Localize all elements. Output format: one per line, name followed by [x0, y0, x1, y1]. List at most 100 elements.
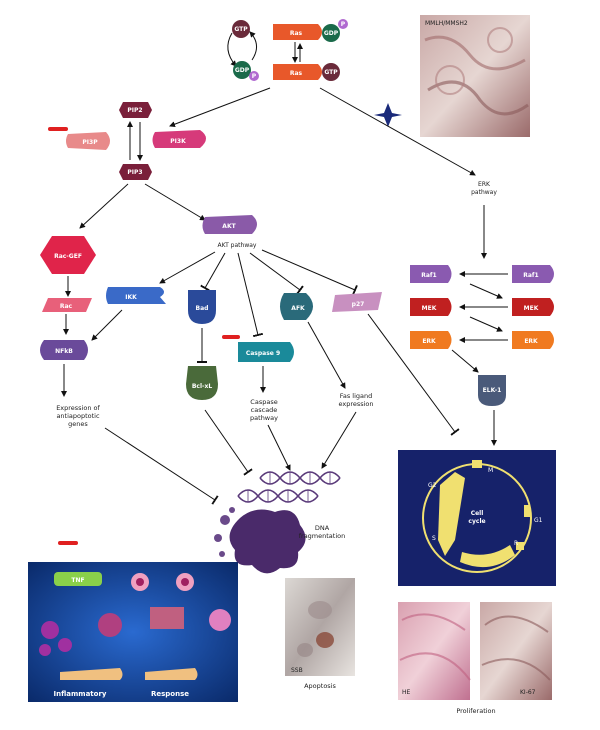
dna-fragmentation-1: DNA — [315, 524, 330, 532]
p27-label: p27 — [352, 301, 365, 308]
minus-icon-1 — [48, 127, 68, 131]
pip3-node — [119, 164, 152, 180]
ikk-node — [106, 287, 166, 304]
cell-cycle-2: cycle — [468, 518, 485, 525]
elk1-node — [478, 375, 506, 406]
minus-icon-3 — [58, 541, 78, 545]
mek-left-node — [410, 298, 452, 316]
expression-label-1: Expression of — [56, 404, 100, 412]
bad-node — [188, 290, 216, 324]
rac-gef-node — [40, 236, 96, 274]
mmlh-label: MMLH/MMSH2 — [425, 20, 468, 27]
erk-pathway-label-1: ERK — [478, 181, 491, 188]
gtp-right-node — [322, 63, 340, 81]
he-label: HE — [402, 689, 411, 696]
erk-left-label: ERK — [422, 338, 436, 345]
p27-node — [332, 292, 382, 312]
akt-label: AKT — [222, 223, 236, 230]
mek-right-node — [512, 298, 554, 316]
dna-strands — [237, 471, 341, 503]
cross-icon — [374, 103, 402, 127]
cell-cycle-panel: Cell cycle M G1 R S G2 — [398, 450, 556, 586]
bad-label: Bad — [196, 305, 209, 312]
erk-right-label: ERK — [524, 338, 538, 345]
caspase-cascade-1: Caspase — [250, 398, 277, 406]
raf1-right-node — [512, 265, 554, 283]
ras-top-node — [273, 24, 322, 40]
akt-pathway-label: AKT pathway — [218, 242, 257, 249]
afk-node — [280, 293, 313, 320]
gdp-left-label: GDP — [235, 67, 250, 74]
apoptosis-label: Apoptosis — [304, 682, 336, 690]
erk-left-node — [410, 331, 452, 349]
rac-node — [42, 298, 92, 312]
akt-node — [202, 215, 257, 234]
gdp-left-node — [233, 61, 251, 79]
ras-bottom-node — [273, 64, 322, 80]
fas-ligand-1: Fas ligand — [340, 392, 373, 400]
fas-ligand-2: expression — [338, 400, 373, 408]
caspase-cascade-3: pathway — [250, 414, 278, 422]
cell-cycle-r: R — [514, 540, 518, 547]
bclxl-node — [186, 366, 218, 400]
pi3k-node — [152, 130, 206, 148]
fragmented-cell — [214, 507, 306, 574]
mek-left-label: MEK — [422, 305, 437, 312]
caspase-cascade-2: cascade — [251, 406, 278, 414]
nfkb-node — [40, 340, 88, 360]
cell-cycle-m: M — [488, 467, 493, 474]
apoptosis-photo: SSB Apoptosis — [285, 578, 355, 690]
raf1-right-label: Raf1 — [523, 272, 538, 279]
raf1-left-label: Raf1 — [421, 272, 436, 279]
rac-label: Rac — [60, 303, 73, 310]
dna-fragmentation-2: fragmentation — [299, 532, 346, 540]
pi3p-node — [66, 132, 110, 150]
ki67-label: KI-67 — [520, 689, 536, 696]
ras-top-label: Ras — [290, 30, 303, 37]
elk1-label: ELK-1 — [483, 387, 502, 394]
p-right-label: P — [341, 21, 346, 28]
erk-right-node — [512, 331, 554, 349]
cell-cycle-g2: G2 — [428, 482, 437, 489]
apoptosis-corner: SSB — [291, 667, 303, 674]
nfkb-label: NFkB — [55, 348, 73, 355]
gtp-left-label: GTP — [234, 26, 248, 33]
cell-cycle-g1: G1 — [534, 517, 543, 524]
afk-label: AFK — [291, 305, 305, 312]
erk-cascade: Raf1 Raf1 MEK MEK ERK ERK ELK-1 — [410, 265, 554, 446]
response-label: Response — [151, 690, 189, 698]
erk-pathway-label-2: pathway — [471, 189, 497, 196]
gtp-left-node — [232, 20, 250, 38]
expression-label-3: genes — [68, 420, 88, 428]
phosphate-left-node — [249, 71, 259, 81]
phosphate-right-node — [338, 19, 348, 29]
mmlh-photo: MMLH/MMSH2 — [420, 15, 530, 137]
rac-gef-label: Rac-GEF — [54, 253, 82, 260]
gtp-right-label: GTP — [324, 69, 338, 76]
caspase9-label: Caspase 9 — [246, 350, 280, 357]
cell-cycle-1: Cell — [471, 510, 484, 517]
mek-right-label: MEK — [524, 305, 539, 312]
caspase9-node — [238, 342, 294, 362]
pi3k-label: PI3K — [170, 138, 186, 145]
expression-label-2: antiapoptotic — [56, 412, 100, 420]
inflammatory-label: Inflammatory — [54, 690, 107, 698]
cell-cycle-s: S — [432, 535, 436, 542]
tnf-label: TNF — [71, 577, 84, 584]
pip2-node — [119, 102, 152, 118]
pi3p-label: PI3P — [82, 139, 98, 146]
ikk-label: IKK — [125, 294, 137, 301]
pip2-label: PIP2 — [127, 107, 142, 114]
proliferation-photos: HE KI-67 Proliferation — [398, 602, 552, 715]
gdp-right-node — [322, 24, 340, 42]
raf1-left-node — [410, 265, 452, 283]
gdp-right-label: GDP — [324, 30, 339, 37]
ras-bottom-label: Ras — [290, 70, 303, 77]
minus-icon-2 — [222, 335, 240, 339]
p-left-label: P — [252, 73, 257, 80]
ras-complex: GTP GDP P Ras GDP P Ras GTP — [227, 19, 348, 81]
tnf-panel: TNF Inflammatory Response — [28, 562, 238, 702]
pip3-label: PIP3 — [127, 169, 142, 176]
proliferation-label: Proliferation — [456, 707, 495, 715]
